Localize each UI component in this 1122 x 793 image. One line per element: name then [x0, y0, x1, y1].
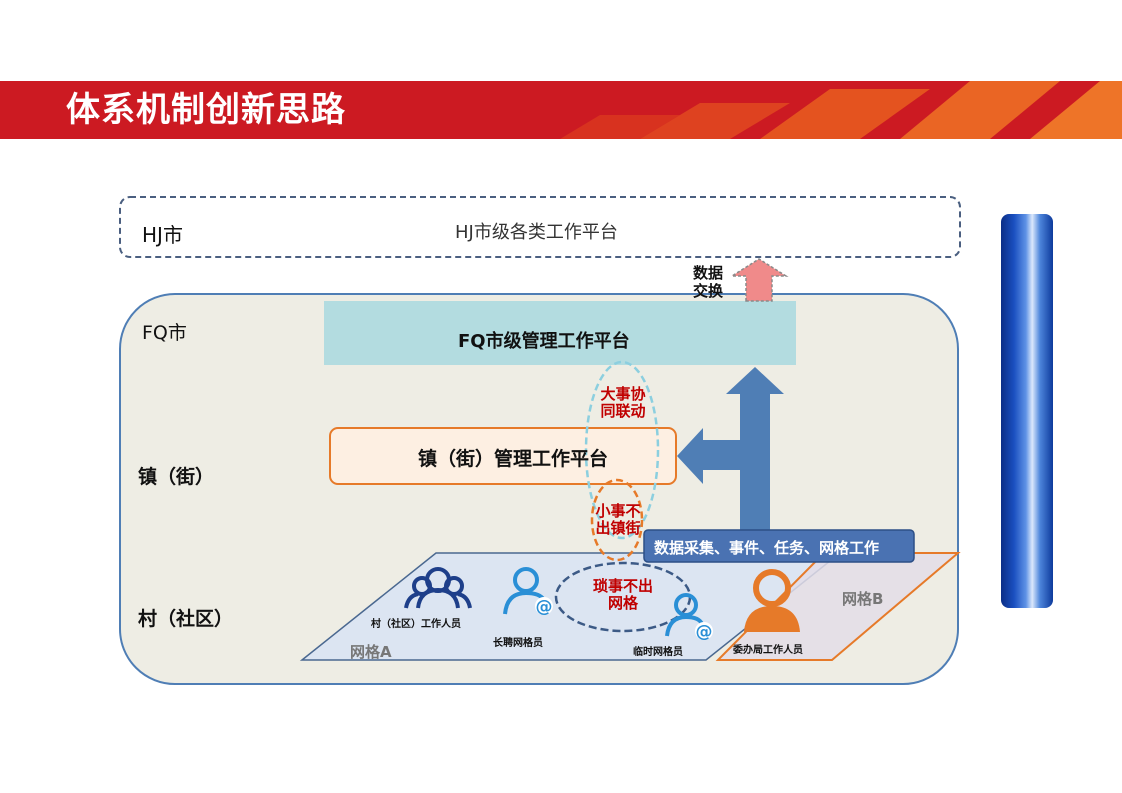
- banner-stripe: [760, 89, 930, 139]
- banner-stripe: [1030, 81, 1122, 139]
- hj-level-label: HJ市: [142, 223, 183, 247]
- fq-platform-label: FQ市级管理工作平台: [458, 331, 630, 352]
- at-sign-icon: @: [695, 622, 713, 642]
- collection-label-box: [643, 529, 915, 563]
- fq-platform-box: [324, 301, 796, 365]
- town-platform-box: [329, 427, 677, 485]
- village-staff-label: 村（社区）工作人员: [371, 619, 461, 630]
- at-sign-icon: @: [535, 597, 553, 617]
- hj-platform-label: HJ市级各类工作平台: [455, 222, 618, 243]
- hj-city-box: [119, 196, 961, 258]
- minor-events-annotation: 小事不 出镇街: [595, 502, 641, 537]
- village-level-label: 村（社区）: [138, 608, 234, 630]
- major-events-ellipse: [584, 360, 660, 540]
- village-staff-icon: [404, 567, 472, 609]
- svg-text:@: @: [696, 622, 713, 642]
- data-exchange-arrow: [729, 258, 789, 302]
- town-level-label: 镇（街）: [138, 466, 215, 488]
- grid-a-label: 网格A: [350, 643, 392, 661]
- banner-stripe: [900, 81, 1060, 139]
- trivial-events-annotation: 琐事不出 网格: [592, 577, 653, 612]
- decorative-side-bar: [1001, 214, 1053, 608]
- svg-text:@: @: [536, 597, 553, 617]
- long-term-grid-staff-label: 长聘网格员: [493, 638, 543, 649]
- town-platform-label: 镇（街）管理工作平台: [418, 448, 609, 470]
- bureau-staff-label: 委办局工作人员: [733, 645, 803, 656]
- upward-flow-arrow: [677, 367, 784, 530]
- data-exchange-label: 数据 交换: [693, 264, 724, 300]
- minor-events-ellipse: [590, 478, 644, 562]
- temporary-grid-staff-label: 临时网格员: [633, 647, 683, 658]
- temporary-grid-staff-icon: [665, 593, 704, 637]
- slide-title: 体系机制创新思路: [66, 90, 346, 130]
- banner-stripe: [640, 103, 790, 139]
- bureau-staff-icon: [744, 569, 800, 632]
- long-term-grid-staff-icon: [503, 567, 546, 615]
- collection-label: 数据采集、事件、任务、网格工作: [654, 539, 880, 557]
- fq-level-label: FQ市: [142, 322, 187, 344]
- grid-b-label: 网格B: [842, 590, 884, 608]
- major-events-annotation: 大事协 同联动: [600, 385, 646, 420]
- title-banner: [0, 81, 1122, 139]
